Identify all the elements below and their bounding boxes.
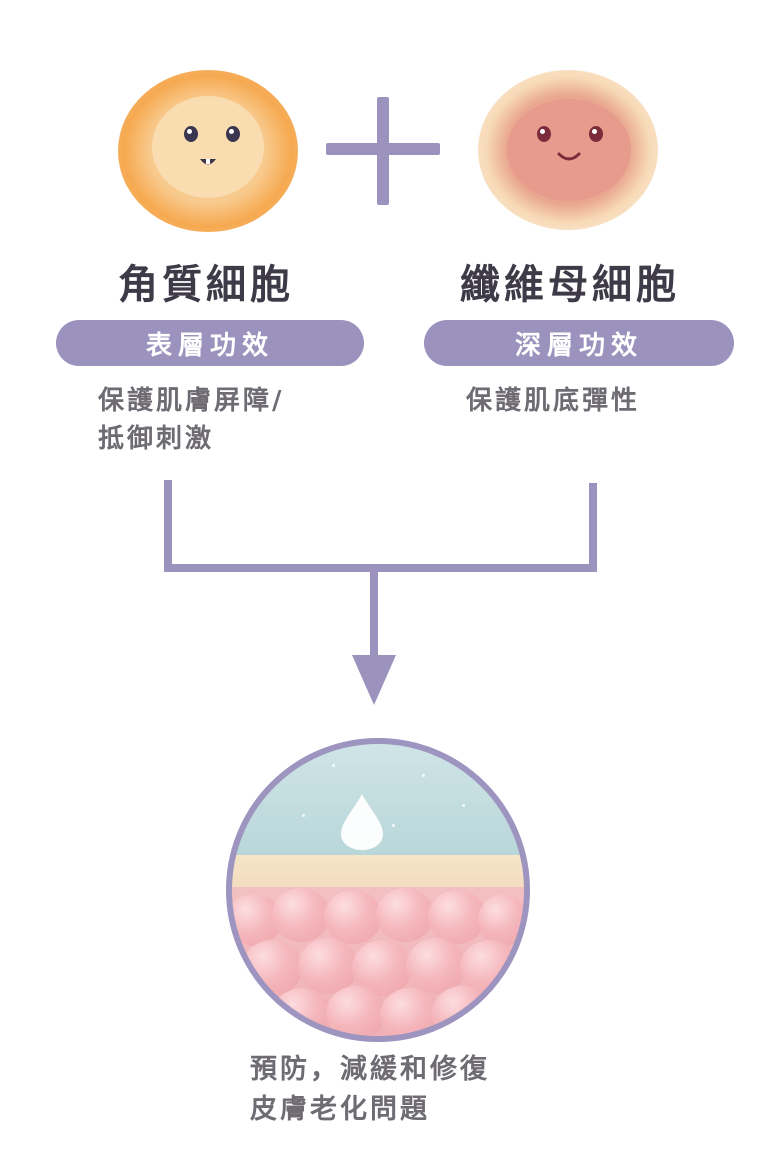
connector-left — [164, 480, 172, 572]
sparkle — [302, 814, 305, 817]
connector-horizontal — [164, 564, 597, 572]
fibroblast-title: 纖維母細胞 — [460, 262, 680, 308]
deep-effect-tag: 深層功效 — [424, 320, 734, 366]
connector-right — [589, 483, 597, 572]
keratinocyte-desc: 保護肌膚屏障/ 抵御刺激 — [98, 382, 285, 458]
water-drop-icon — [341, 794, 383, 850]
skin-layers-icon — [226, 738, 530, 1042]
plus-icon — [377, 97, 389, 205]
keratinocyte-desc-line2: 抵御刺激 — [98, 424, 215, 454]
cell-bubble — [376, 888, 434, 942]
keratinocyte-title: 角質細胞 — [118, 262, 294, 308]
cell-bubble — [406, 938, 466, 994]
right-eye-icon — [589, 126, 603, 142]
surface-effect-tag: 表層功效 — [56, 320, 364, 366]
sparkle — [272, 784, 275, 787]
fibroblast-desc: 保護肌底彈性 — [466, 382, 640, 420]
cell-bubble — [272, 888, 330, 942]
sparkle — [422, 774, 425, 777]
down-arrow-icon — [352, 655, 396, 705]
result-line2: 皮膚老化問題 — [250, 1094, 430, 1125]
cell-bubble — [380, 988, 440, 1036]
cell-bubble — [428, 890, 486, 944]
sparkle — [332, 764, 335, 767]
cell-bubble — [324, 890, 382, 944]
smile-icon — [557, 152, 581, 161]
fibroblast-desc-line1: 保護肌底彈性 — [466, 386, 641, 416]
cell-bubble — [432, 986, 492, 1036]
mouth-icon — [200, 159, 216, 165]
result-text: 預防，減緩和修復 皮膚老化問題 — [250, 1050, 490, 1130]
left-eye-icon — [537, 126, 551, 142]
right-eye-icon — [226, 126, 240, 142]
cell-bubble — [242, 940, 302, 996]
result-line1: 預防，減緩和修復 — [250, 1054, 490, 1085]
fibroblast-face-core — [507, 99, 631, 201]
cell-bubble — [478, 894, 524, 946]
connector-down — [370, 564, 378, 660]
cell-bubble — [298, 938, 358, 994]
keratinocyte-face-core — [152, 96, 264, 198]
cell-bubble — [326, 986, 386, 1036]
keratinocyte-desc-line1: 保護肌膚屏障/ — [98, 386, 285, 416]
sparkle — [392, 824, 395, 827]
left-eye-icon — [184, 126, 198, 142]
sparkle — [462, 804, 465, 807]
cell-bubble — [272, 988, 332, 1036]
